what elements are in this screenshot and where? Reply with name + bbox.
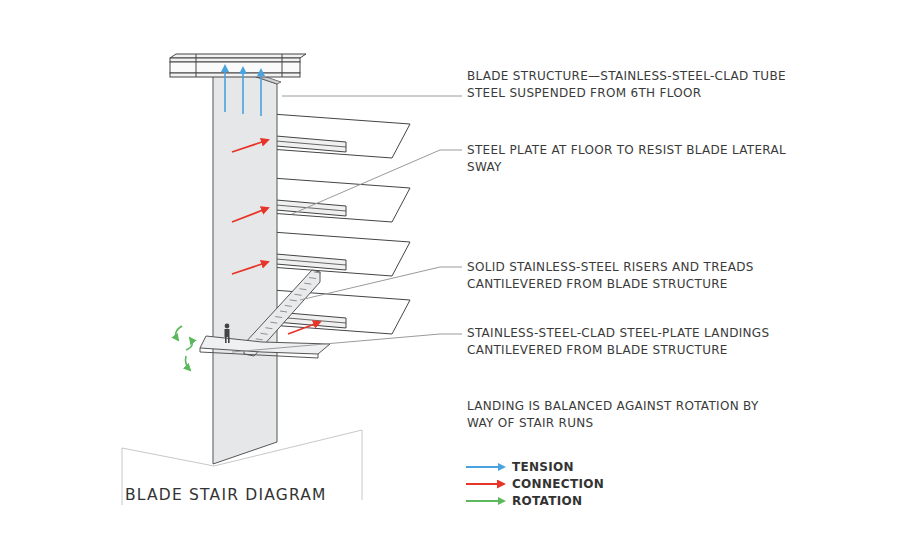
legend-text: ROTATION (512, 493, 582, 510)
connection-arrows (232, 140, 320, 334)
blade-structure (213, 60, 281, 464)
legend-text: TENSION (512, 459, 574, 476)
callout-text: LANDING IS BALANCED AGAINST ROTATION BY … (467, 398, 787, 432)
sixth-floor-beam (170, 54, 306, 77)
rotation-arrows (176, 326, 193, 370)
legend-text: CONNECTION (512, 476, 604, 493)
leader-lines (232, 96, 462, 352)
tension-arrows (225, 66, 261, 116)
callout-text: BLADE STRUCTURE—STAINLESS-STEEL-CLAD TUB… (467, 68, 787, 102)
floor-plate (256, 178, 410, 222)
person-figure (225, 324, 230, 343)
landing-plate (200, 336, 330, 358)
callout-text: STEEL PLATE AT FLOOR TO RESIST BLADE LAT… (467, 142, 787, 176)
floor-plate (256, 114, 410, 158)
floor-plate (256, 232, 410, 276)
callout-text: STAINLESS-STEEL-CLAD STEEL-PLATE LANDING… (467, 325, 787, 359)
diagram-title: BLADE STAIR DIAGRAM (125, 487, 327, 504)
callout-text: SOLID STAINLESS-STEEL RISERS AND TREADS … (467, 259, 787, 293)
legend-samples (466, 467, 504, 501)
floor-plates (256, 114, 410, 334)
